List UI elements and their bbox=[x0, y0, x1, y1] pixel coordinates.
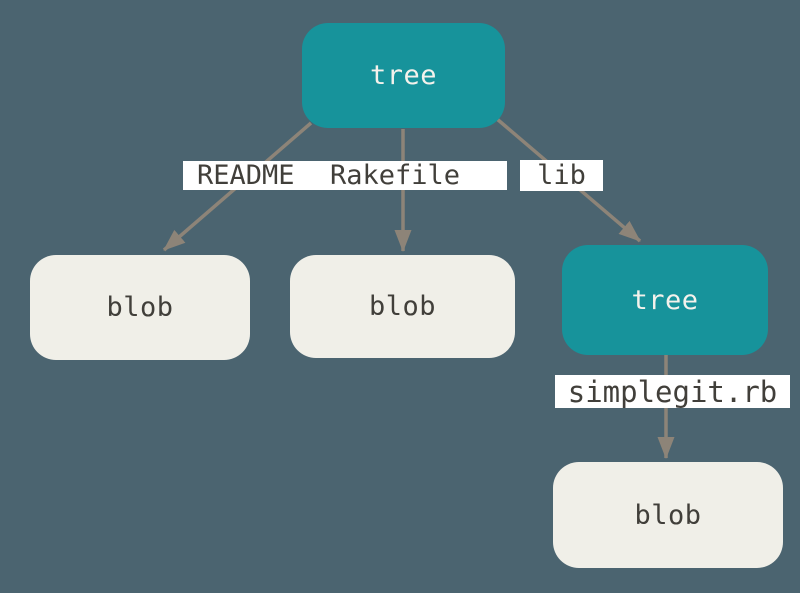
edge-label-simplegit-text: simplegit.rb bbox=[567, 374, 778, 409]
tree-root-node: tree bbox=[302, 23, 505, 128]
edge-label-lib: lib bbox=[520, 160, 603, 191]
blob-simplegit-node: blob bbox=[553, 462, 783, 568]
edge-label-readme-rakefile: README Rakefile bbox=[183, 159, 507, 191]
blob-rakefile-node: blob bbox=[290, 255, 515, 358]
blob-simplegit-label: blob bbox=[634, 499, 702, 531]
tree-root-label: tree bbox=[369, 60, 438, 91]
tree-lib-label: tree bbox=[631, 284, 699, 316]
edge-label-readme: README bbox=[197, 159, 295, 191]
blob-readme-label: blob bbox=[106, 292, 174, 323]
blob-readme-node: blob bbox=[30, 255, 250, 360]
edge-label-rakefile: Rakefile bbox=[330, 159, 461, 191]
edge-label-lib-text: lib bbox=[537, 160, 586, 191]
tree-lib-node: tree bbox=[562, 245, 768, 355]
edge-label-simplegit: simplegit.rb bbox=[555, 374, 790, 409]
blob-rakefile-label: blob bbox=[368, 291, 437, 322]
